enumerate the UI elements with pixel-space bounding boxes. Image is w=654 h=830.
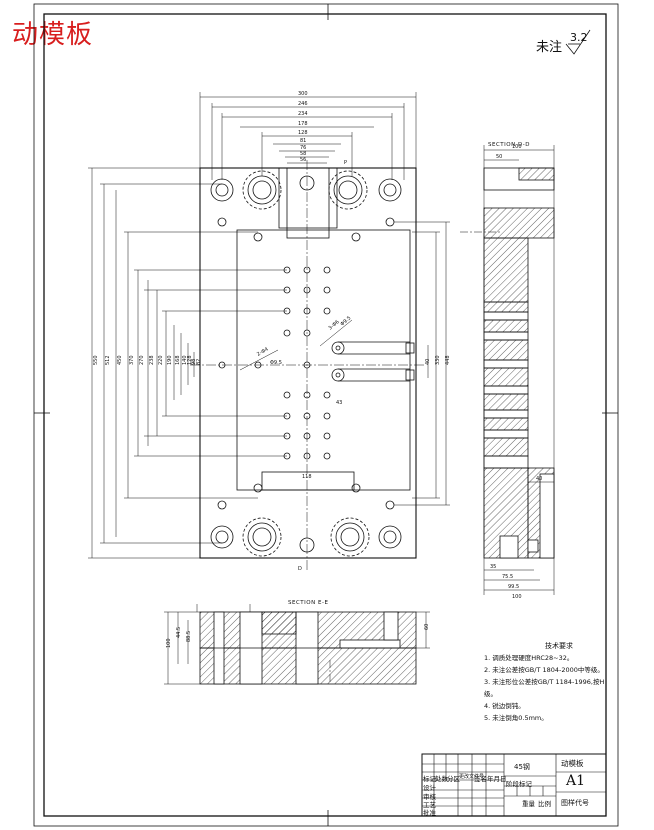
part-name: 动模板 — [561, 759, 584, 768]
tb-row-5: 年月日 — [487, 775, 507, 783]
dim-left-1: 512 — [105, 355, 111, 365]
dd-dim-6: 35 — [490, 564, 496, 570]
cooling-channels — [338, 341, 415, 382]
sheet-size: A1 — [566, 773, 586, 789]
dd-dim-3: 75.5 — [502, 574, 513, 580]
tb-row-1: 处数 — [435, 775, 448, 783]
dim-right-1: 330 — [435, 355, 441, 365]
tb-label-2: 比例 — [538, 800, 551, 808]
dd-dim-2: 40 — [536, 476, 542, 482]
dim-left-7: 190 — [167, 355, 173, 365]
annotation-1: Φ9.5 — [270, 360, 282, 366]
tb-row-6: 设计 — [423, 784, 436, 792]
dim-left-8: 168 — [175, 355, 181, 365]
dd-dim-0: 100 — [512, 144, 522, 150]
tb-row-2: 分区 — [447, 775, 460, 783]
dim-left-3: 370 — [129, 355, 135, 365]
dim-top-7: 58 — [300, 151, 306, 157]
tb-row-3: 更改文件号 — [459, 774, 485, 780]
note-item: 4. 锐边倒钝。 — [484, 702, 525, 710]
section-ee-view — [164, 604, 430, 685]
section-ee-dimension-text: 100 44.5 88.5 60 — [166, 624, 430, 648]
tb-row-0: 标记 — [423, 775, 436, 783]
dim-top-6: 76 — [300, 145, 306, 151]
dim-left-11: 98 — [191, 359, 197, 365]
dim-left-10: 128 — [187, 355, 193, 365]
top-dimension-lines — [199, 92, 417, 180]
left-dimension-lines — [88, 167, 287, 559]
ee-dim-0: 100 — [166, 638, 172, 648]
tb-label-0: 阶段标记 — [506, 780, 532, 788]
annotation-4: 43 — [336, 400, 342, 406]
dim-left-9: 140 — [182, 355, 188, 365]
dim-left-5: 238 — [149, 355, 155, 365]
annotation-6: P — [344, 160, 347, 166]
dd-dim-5: 100 — [512, 594, 522, 600]
tb-row-9: 批准 — [423, 809, 436, 817]
annotation-0: 2-Φ4 — [256, 346, 269, 357]
dim-left-4: 270 — [139, 355, 145, 365]
note-item: 3. 未注形位公差按GB/T 1184-1996,按H级。 — [484, 678, 605, 698]
screw-holes — [217, 217, 395, 510]
dim-top-1: 246 — [298, 101, 308, 107]
tb-row-7: 审核 — [423, 793, 436, 801]
ee-dim-2: 88.5 — [186, 631, 192, 642]
dim-top-0: 300 — [298, 91, 308, 97]
dim-left-12: 82 — [196, 359, 202, 365]
dim-top-4: 128 — [298, 130, 308, 136]
material: 45钢 — [514, 763, 530, 771]
note-item: 5. 未注倒角0.5mm。 — [484, 714, 548, 722]
section-dd-dimension-text: 100 50 40 75.5 99.5 100 35 — [490, 144, 542, 600]
annotation-3: Φ9.5 — [339, 315, 352, 327]
tb-row-8: 工艺 — [423, 801, 436, 809]
dim-top-5: 81 — [300, 138, 306, 144]
right-dimension-lines — [394, 221, 450, 506]
dd-dim-1: 50 — [496, 154, 502, 160]
roughness-note: 未注 — [536, 40, 563, 55]
notes-title: 技术要求 — [545, 642, 573, 650]
plan-dimension-text: 300 246 234 178 128 81 76 58 56 550 512 … — [93, 91, 451, 572]
tb-label-1: 重量 — [522, 800, 535, 808]
annotation-5: 118 — [302, 474, 312, 480]
sheet-frame — [33, 3, 619, 827]
technical-notes: 技术要求 1. 调质处理硬度HRC28~32。 2. 未注公差按GB/T 180… — [484, 640, 614, 724]
note-item: 2. 未注公差按GB/T 1804-2000中等级。 — [484, 666, 604, 674]
dim-right-2: 448 — [445, 355, 451, 365]
dim-left-0: 550 — [93, 355, 99, 365]
section-dd-label: SECTION D-D — [488, 142, 530, 148]
title-block-frame — [421, 753, 607, 817]
dim-right-0: 40 — [425, 359, 431, 365]
annotation-7: D — [298, 566, 302, 572]
drawing-title: 动模板 — [12, 20, 94, 50]
note-item: 1. 调质处理硬度HRC28~32。 — [484, 654, 574, 662]
dim-left-6: 220 — [158, 355, 164, 365]
annotation-2: 3-Φ6 — [327, 319, 340, 331]
tb-row-4: 签名 — [474, 775, 487, 783]
drawing-code: 图样代号 — [561, 799, 589, 807]
dim-left-2: 450 — [117, 355, 123, 365]
section-dd-view — [460, 145, 555, 595]
ee-dim-1: 44.5 — [176, 627, 182, 638]
dim-top-2: 234 — [298, 111, 308, 117]
dim-top-3: 178 — [298, 121, 308, 127]
dd-dim-4: 99.5 — [508, 584, 519, 590]
dim-top-8: 56 — [300, 157, 306, 163]
ee-dim-3: 60 — [424, 624, 430, 630]
section-ee-label: SECTION E-E — [288, 600, 329, 606]
plan-view — [88, 92, 450, 570]
